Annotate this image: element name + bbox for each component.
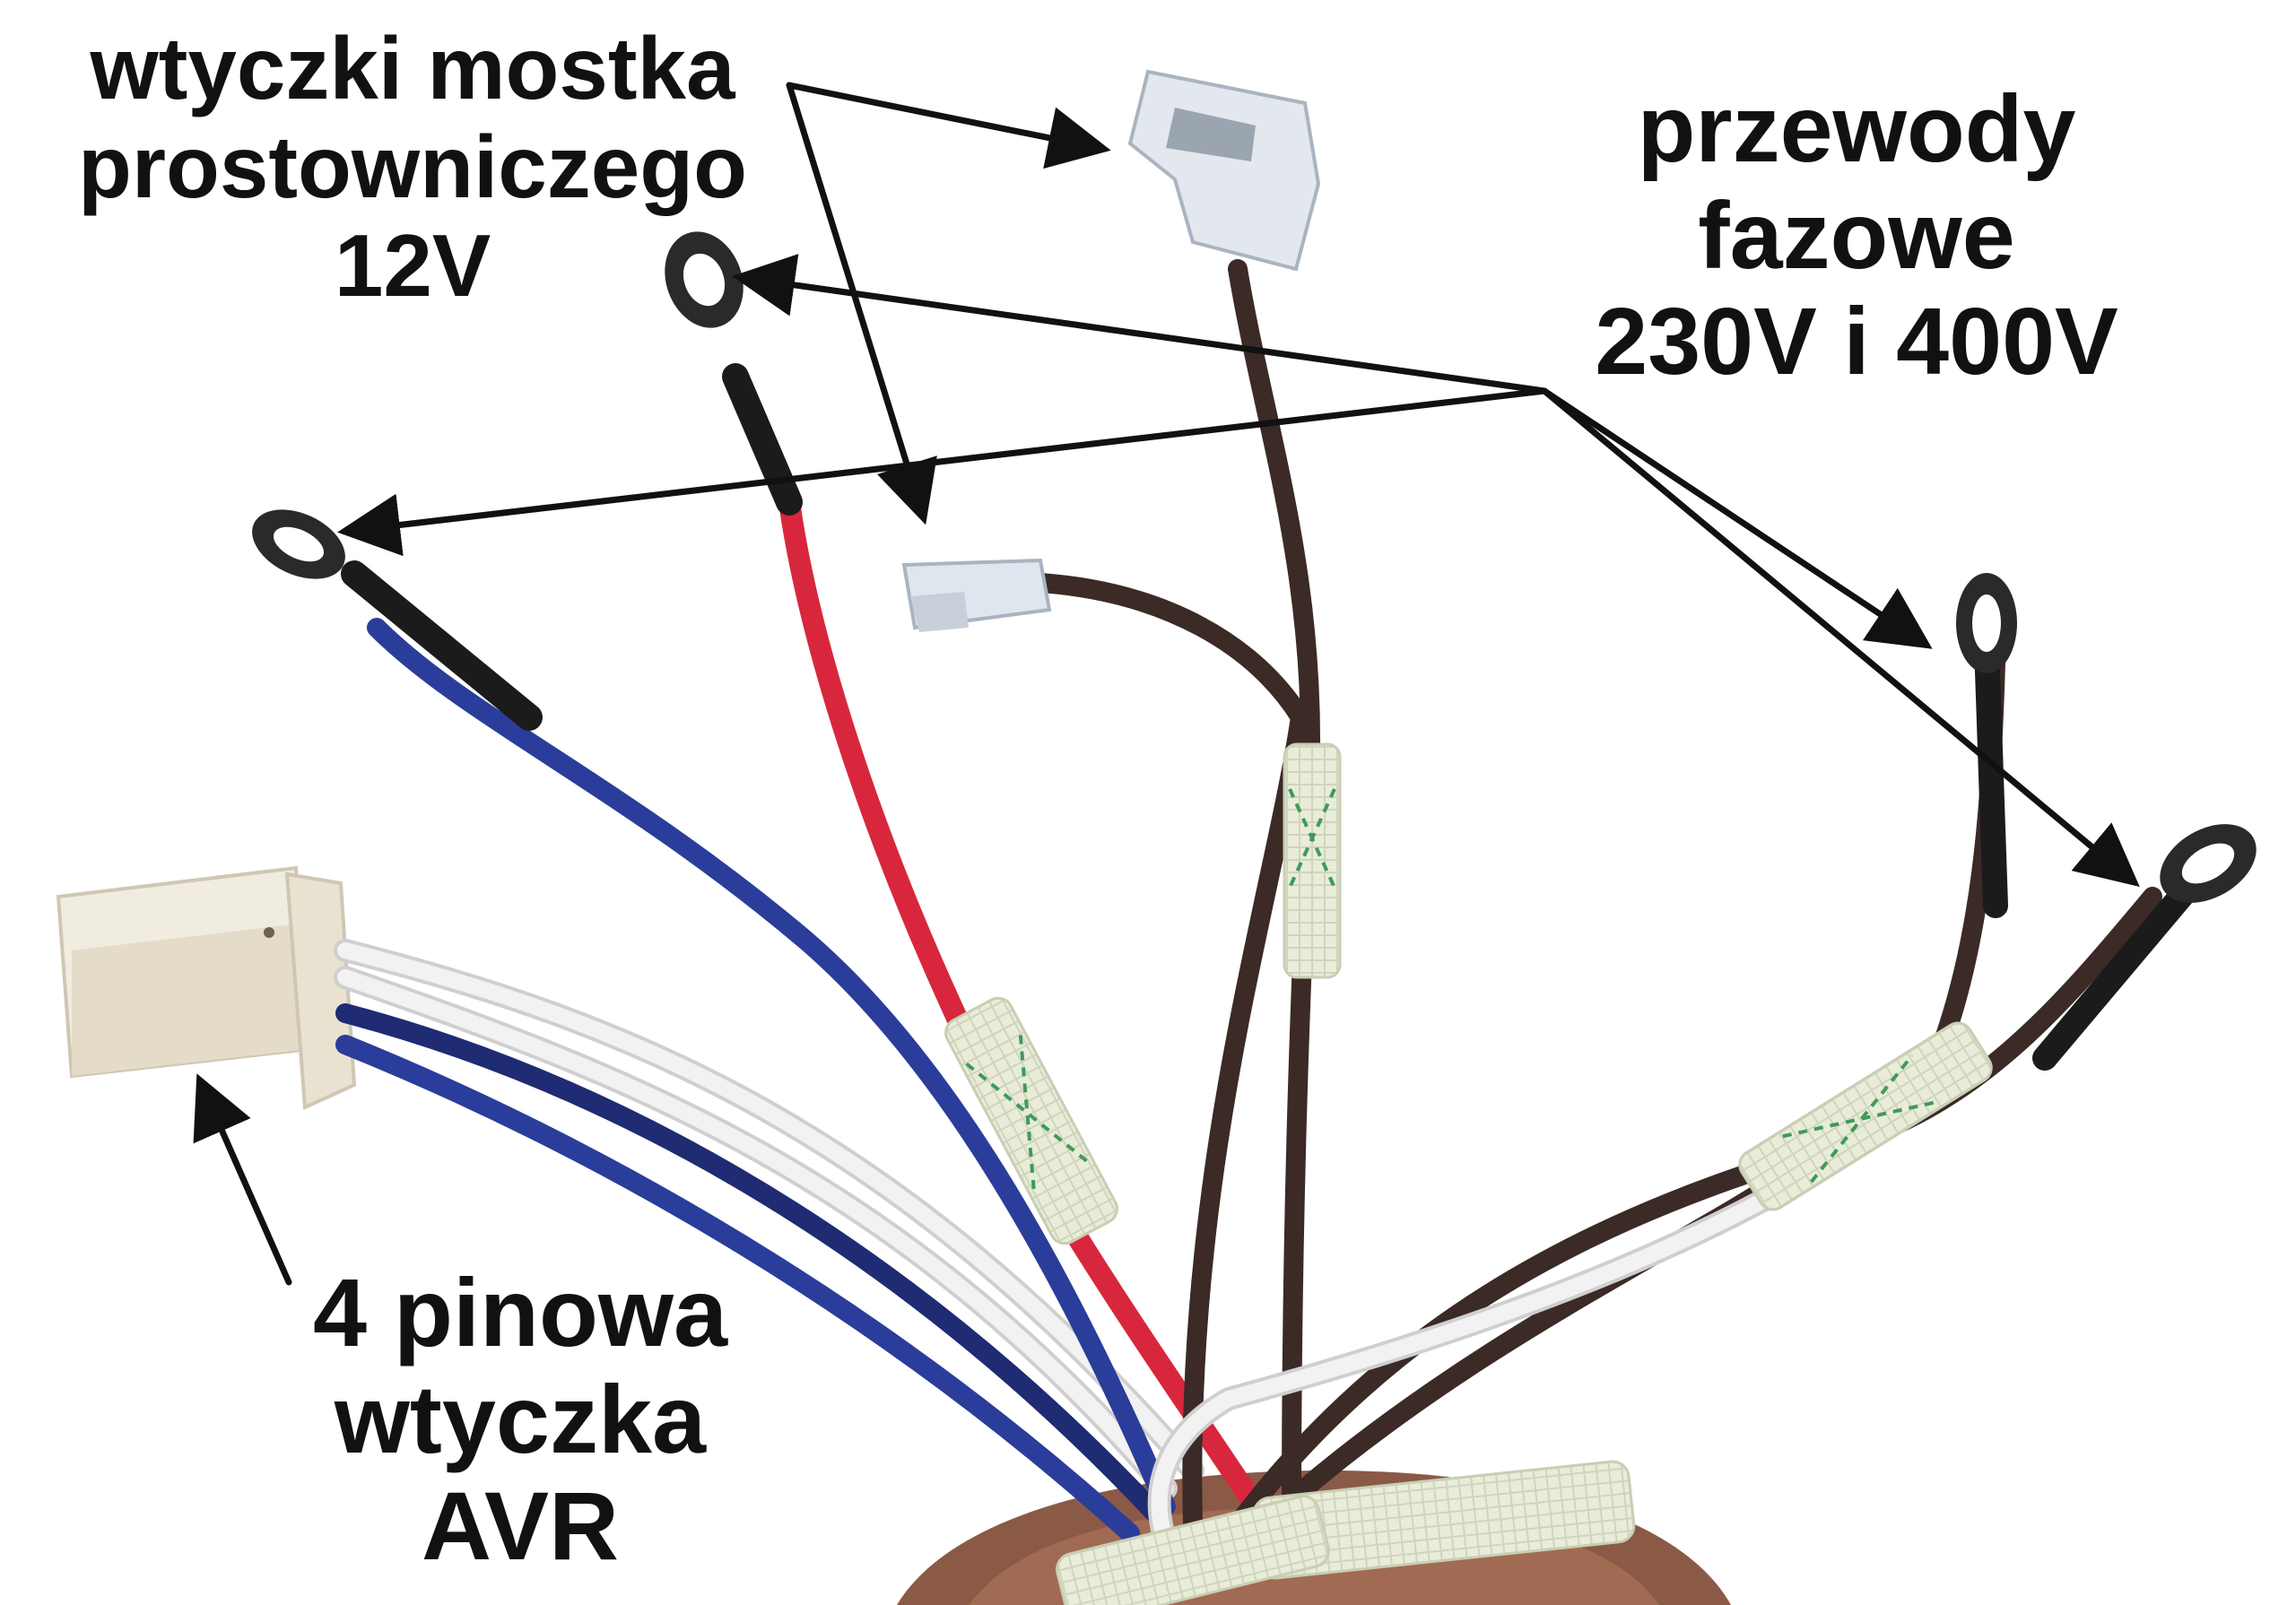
arrow-icon bbox=[786, 82, 937, 525]
avr-connector-icon bbox=[56, 865, 357, 1111]
wire-white-2-core bbox=[337, 969, 1174, 1497]
label-line: AVR bbox=[421, 1471, 619, 1580]
arrows bbox=[193, 82, 2140, 1286]
arrow-icon bbox=[1541, 387, 1933, 649]
label-line: fazowe bbox=[1698, 182, 2015, 289]
sleeve-right bbox=[1738, 1021, 1993, 1211]
heatshrink-right-2 bbox=[2032, 875, 2201, 1071]
arrow-icon bbox=[732, 254, 1548, 395]
wire-bundle bbox=[334, 259, 2201, 1554]
arrow-icon bbox=[193, 1073, 292, 1286]
spade-connector-icon bbox=[1127, 69, 1321, 272]
arrow-icon bbox=[1541, 387, 2140, 887]
arrow-icon bbox=[786, 82, 1111, 169]
wire-blue-phase bbox=[367, 618, 1176, 1516]
ring-terminal-icon bbox=[252, 509, 345, 579]
ring-terminal-icon bbox=[665, 231, 744, 328]
spade-connector-icon bbox=[901, 558, 1052, 632]
wire-white-1-core bbox=[337, 942, 1201, 1479]
sleeve-center bbox=[1283, 742, 1342, 979]
label-line: wtyczka bbox=[334, 1364, 707, 1473]
label-bridge-rectifier-plugs: wtyczki mostka prostowniczego 12V bbox=[36, 19, 789, 315]
label-line: 4 pinowa bbox=[312, 1258, 728, 1366]
label-line: 230V i 400V bbox=[1595, 289, 2118, 395]
label-avr-plug: 4 pinowa wtyczka AVR bbox=[242, 1258, 798, 1580]
wire-blue-1 bbox=[335, 1035, 1140, 1543]
label-line: 12V bbox=[334, 215, 491, 315]
wire-red bbox=[778, 491, 1266, 1517]
heatshrink-right-1 bbox=[1974, 633, 2008, 918]
label-line: prostowniczego bbox=[78, 117, 747, 216]
label-line: przewody bbox=[1637, 76, 2076, 182]
ring-terminal-icon bbox=[1956, 573, 2017, 673]
arrow-icon bbox=[337, 387, 1548, 557]
wire-navy-1 bbox=[335, 1003, 1167, 1525]
sleeve-left bbox=[944, 996, 1118, 1245]
label-line: wtyczki mostka bbox=[90, 19, 735, 117]
fiberglass-sleeves bbox=[944, 742, 1993, 1605]
heatshrink-left bbox=[341, 560, 543, 731]
sleeve-base bbox=[1056, 1460, 1636, 1605]
label-phase-wires: przewody fazowe 230V i 400V bbox=[1525, 76, 2188, 395]
terminals bbox=[252, 69, 2257, 903]
ring-terminal-icon bbox=[2160, 824, 2257, 903]
